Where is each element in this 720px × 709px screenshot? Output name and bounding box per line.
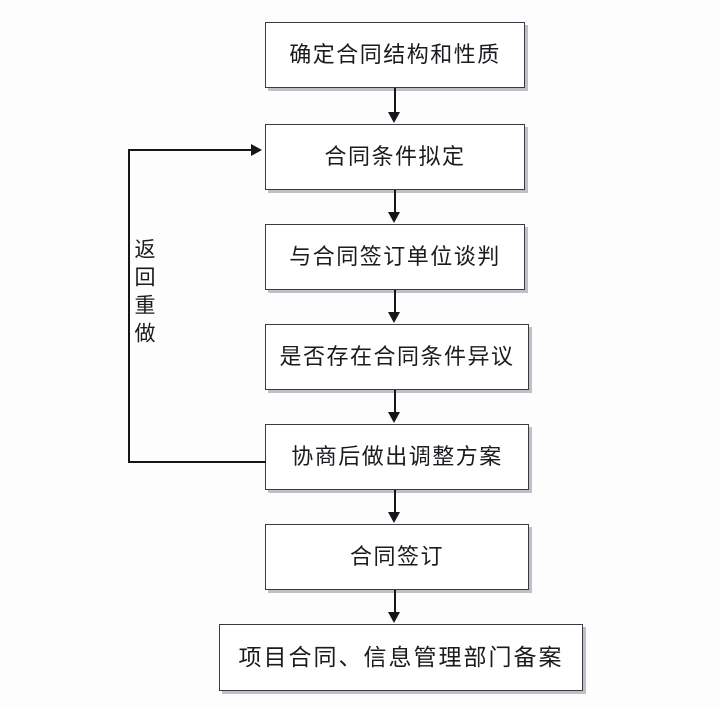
flow-node-label: 确定合同结构和性质	[289, 42, 501, 67]
connector-3-4-shaft	[394, 290, 396, 314]
flow-node-5[interactable]: 协商后做出调整方案	[265, 424, 529, 490]
feedback-arrowhead	[251, 143, 262, 156]
flow-node-3[interactable]: 与合同签订单位谈判	[265, 224, 525, 290]
flow-node-4[interactable]: 是否存在合同条件异议	[265, 324, 529, 390]
connector-4-5-shaft	[394, 390, 396, 414]
feedback-loop-label: 返回重做	[132, 238, 156, 350]
connector-4-5-arrowhead	[388, 412, 400, 423]
flow-node-2[interactable]: 合同条件拟定	[265, 124, 525, 190]
feedback-vertical-segment	[128, 149, 130, 463]
connector-1-2-arrowhead	[388, 112, 400, 123]
flow-node-label: 与合同签订单位谈判	[289, 244, 501, 269]
connector-2-3-arrowhead	[388, 212, 400, 223]
connector-1-2-shaft	[394, 88, 396, 114]
connector-5-6-shaft	[394, 490, 396, 514]
flow-node-7[interactable]: 项目合同、信息管理部门备案	[219, 624, 583, 691]
connector-2-3-shaft	[394, 190, 396, 214]
flow-node-6[interactable]: 合同签订	[265, 524, 529, 590]
flow-node-label: 合同签订	[349, 544, 444, 569]
flow-node-label: 协商后做出调整方案	[291, 444, 503, 469]
feedback-bottom-segment	[128, 461, 266, 463]
flow-node-label: 是否存在合同条件异议	[279, 344, 515, 369]
flow-node-label: 合同条件拟定	[324, 144, 466, 169]
connector-6-7-shaft	[394, 590, 396, 614]
flow-node-1[interactable]: 确定合同结构和性质	[265, 22, 525, 88]
connector-5-6-arrowhead	[388, 512, 400, 523]
flow-node-label: 项目合同、信息管理部门备案	[238, 645, 564, 670]
connector-3-4-arrowhead	[388, 312, 400, 323]
connector-6-7-arrowhead	[388, 612, 400, 623]
feedback-top-segment	[128, 149, 252, 151]
